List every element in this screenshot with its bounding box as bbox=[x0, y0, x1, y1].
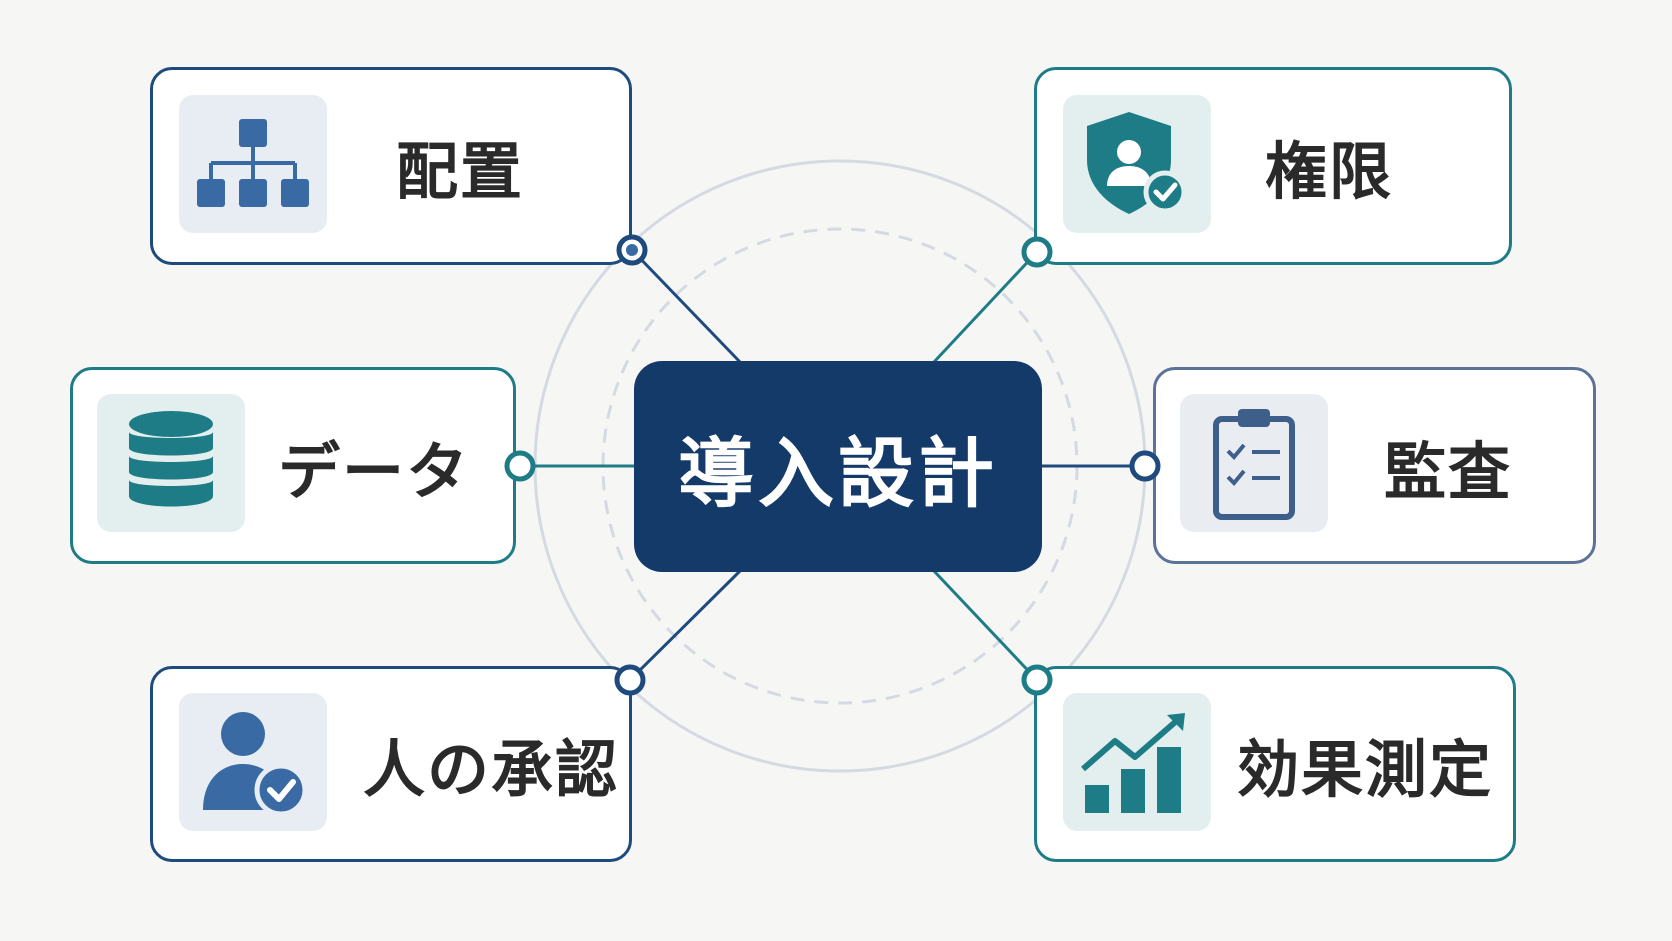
person-check-icon bbox=[179, 693, 327, 831]
node-label: 権限 bbox=[1265, 135, 1394, 208]
connector-measurement bbox=[932, 569, 1039, 682]
node-label: 効果測定 bbox=[1237, 733, 1494, 806]
shield-user-check-icon bbox=[1063, 95, 1211, 233]
org-chart-icon bbox=[179, 95, 327, 233]
node-data[interactable]: データ bbox=[70, 367, 516, 564]
node-label: 人の承認 bbox=[363, 733, 620, 806]
node-permission[interactable]: 権限 bbox=[1034, 67, 1512, 265]
center-node[interactable]: 導入設計 bbox=[634, 361, 1042, 572]
database-icon bbox=[97, 394, 245, 532]
growth-chart-icon bbox=[1063, 693, 1211, 831]
center-title: 導入設計 bbox=[678, 428, 998, 518]
node-label: データ bbox=[278, 434, 471, 508]
connector-approval bbox=[628, 569, 742, 682]
connector-permission bbox=[932, 250, 1039, 364]
connector-placement bbox=[630, 248, 742, 364]
node-placement[interactable]: 配置 bbox=[150, 67, 632, 265]
node-label: 配置 bbox=[396, 135, 525, 208]
clipboard-checklist-icon bbox=[1180, 394, 1328, 532]
node-label: 監査 bbox=[1384, 434, 1513, 508]
node-measurement[interactable]: 効果測定 bbox=[1034, 666, 1516, 862]
node-audit[interactable]: 監査 bbox=[1153, 367, 1596, 564]
node-approval[interactable]: 人の承認 bbox=[150, 666, 632, 862]
